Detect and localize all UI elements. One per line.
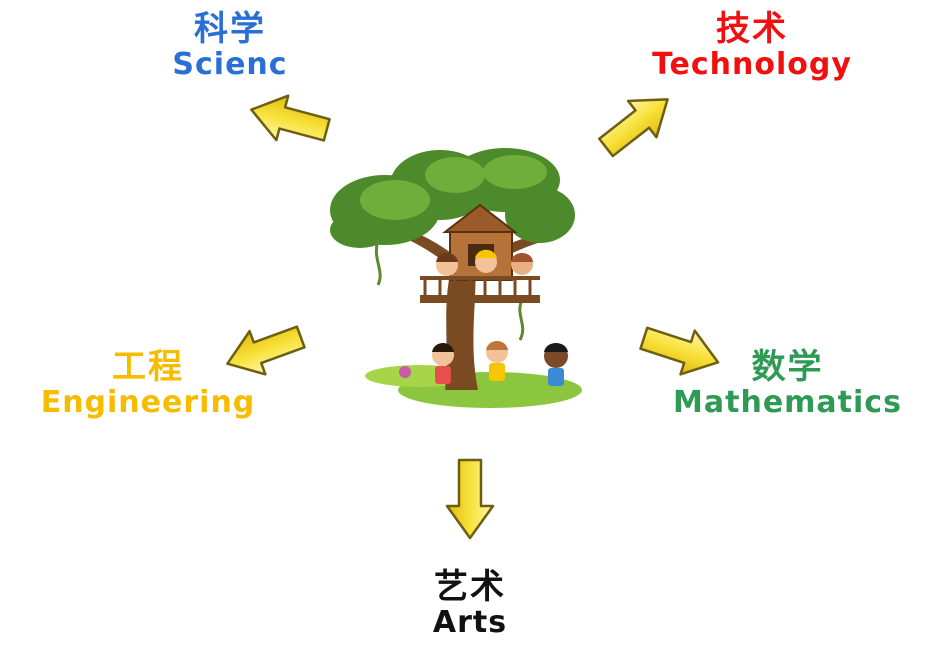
technology-en-label: Technology	[652, 47, 852, 82]
engineering-zh-label: 工程	[112, 347, 184, 387]
technology-zh-label: 技术	[716, 9, 788, 49]
treehouse-kids-illustration	[330, 148, 582, 408]
arrow-to-arts	[445, 458, 495, 540]
arrow-to-science	[244, 86, 334, 154]
arts-zh-label: 艺术	[434, 567, 506, 607]
node-science: 科学 Scienc	[150, 12, 310, 80]
mathematics-en-label: Mathematics	[673, 385, 902, 420]
arts-en-label: Arts	[432, 605, 508, 640]
node-arts: 艺术 Arts	[400, 570, 540, 638]
science-en-label: Scienc	[172, 47, 288, 82]
node-technology: 技术 Technology	[622, 12, 882, 80]
mathematics-zh-label: 数学	[751, 347, 824, 387]
node-mathematics: 数学 Mathematics	[645, 350, 930, 418]
node-engineering: 工程 Engineering	[18, 350, 278, 418]
engineering-en-label: Engineering	[40, 385, 256, 420]
science-zh-label: 科学	[194, 9, 266, 49]
arrow-to-technology	[590, 79, 683, 167]
